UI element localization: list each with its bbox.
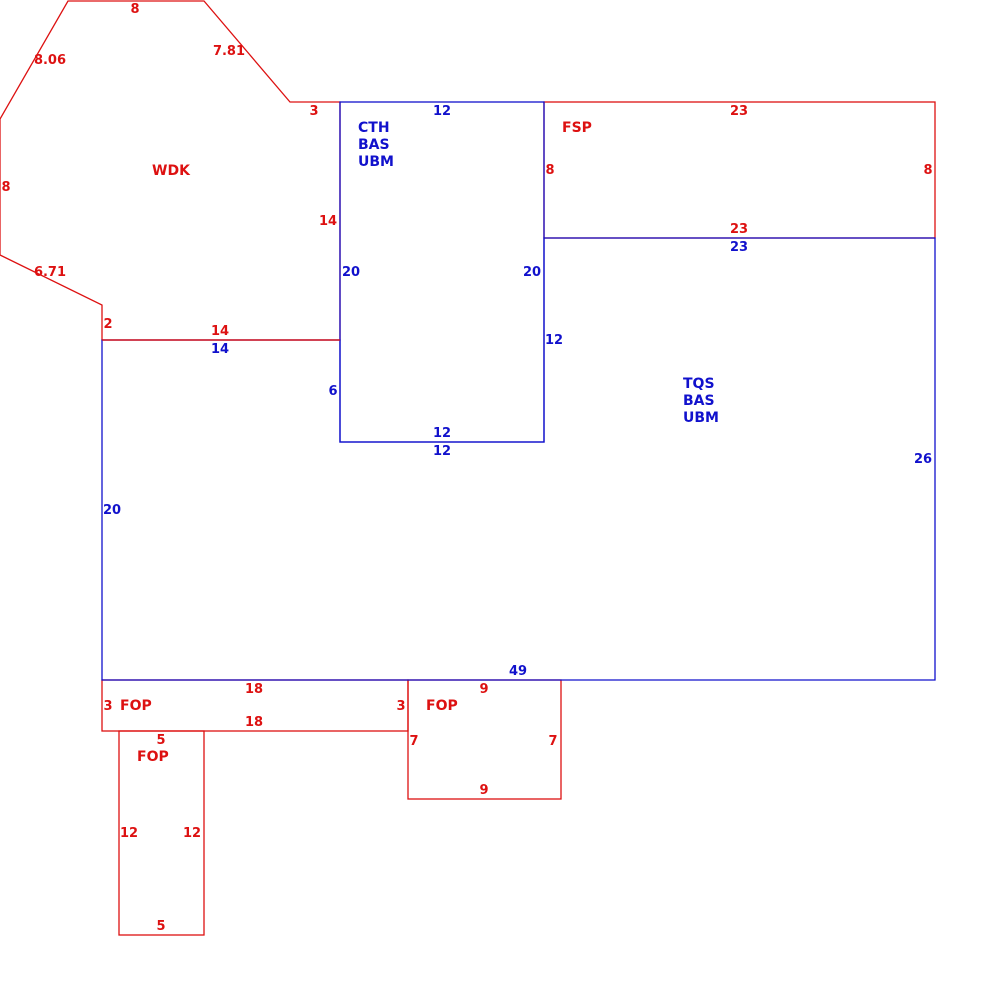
- dim-label: 8: [130, 2, 139, 17]
- dim-label: 23: [730, 240, 748, 255]
- dim-label: 12: [433, 426, 451, 441]
- cth-area-label-3: UBM: [358, 154, 394, 170]
- dim-label: 23: [730, 104, 748, 119]
- tqs-area-label: TQS: [683, 376, 715, 392]
- dim-label: 8: [1, 180, 10, 195]
- tqs-outline: [101, 237, 936, 681]
- dim-label: 5: [156, 733, 165, 748]
- dim-label: 20: [523, 265, 541, 280]
- dim-label: 12: [120, 826, 138, 841]
- dim-label: 7.81: [213, 44, 245, 59]
- dim-label: 8.06: [34, 53, 66, 68]
- dim-label: 12: [433, 444, 451, 459]
- dim-label: 23: [730, 222, 748, 237]
- dim-label: 18: [245, 682, 263, 697]
- dim-label: 3: [396, 699, 405, 714]
- fop3-area-label: FOP: [137, 749, 169, 765]
- dim-label: 5: [156, 919, 165, 934]
- fop1-area-label: FOP: [120, 698, 152, 714]
- dim-label: 26: [914, 452, 932, 467]
- wdk-area-label: WDK: [152, 163, 191, 179]
- dim-label: 3: [103, 699, 112, 714]
- dim-label: 7: [548, 734, 557, 749]
- dim-label: 14: [211, 324, 229, 339]
- tqs-area-label-2: BAS: [683, 393, 715, 409]
- dim-label: 3: [309, 104, 318, 119]
- fop3-outline: [118, 730, 205, 936]
- cth-outline: [339, 101, 545, 443]
- dim-label: 14: [319, 214, 337, 229]
- dim-label: 20: [342, 265, 360, 280]
- dim-label: 18: [245, 715, 263, 730]
- dim-label: 14: [211, 342, 229, 357]
- dim-label: 20: [103, 503, 121, 518]
- dim-label: 6: [328, 384, 337, 399]
- tqs-area-label-3: UBM: [683, 410, 719, 426]
- fsp-area-label: FSP: [562, 120, 592, 136]
- fsp-outline: [543, 101, 936, 239]
- dim-label: 12: [433, 104, 451, 119]
- dim-label: 8: [545, 163, 554, 178]
- cth-area-label: CTH: [358, 120, 390, 136]
- dim-label: 12: [545, 333, 563, 348]
- dim-label: 2: [103, 317, 112, 332]
- dim-label: 6.71: [34, 265, 66, 280]
- dim-label: 9: [479, 783, 488, 798]
- dim-label: 9: [479, 682, 488, 697]
- cth-area-label-2: BAS: [358, 137, 390, 153]
- fop2-area-label: FOP: [426, 698, 458, 714]
- dim-label: 12: [183, 826, 201, 841]
- dim-label: 7: [409, 734, 418, 749]
- dim-label: 49: [509, 664, 527, 679]
- dim-label: 8: [923, 163, 932, 178]
